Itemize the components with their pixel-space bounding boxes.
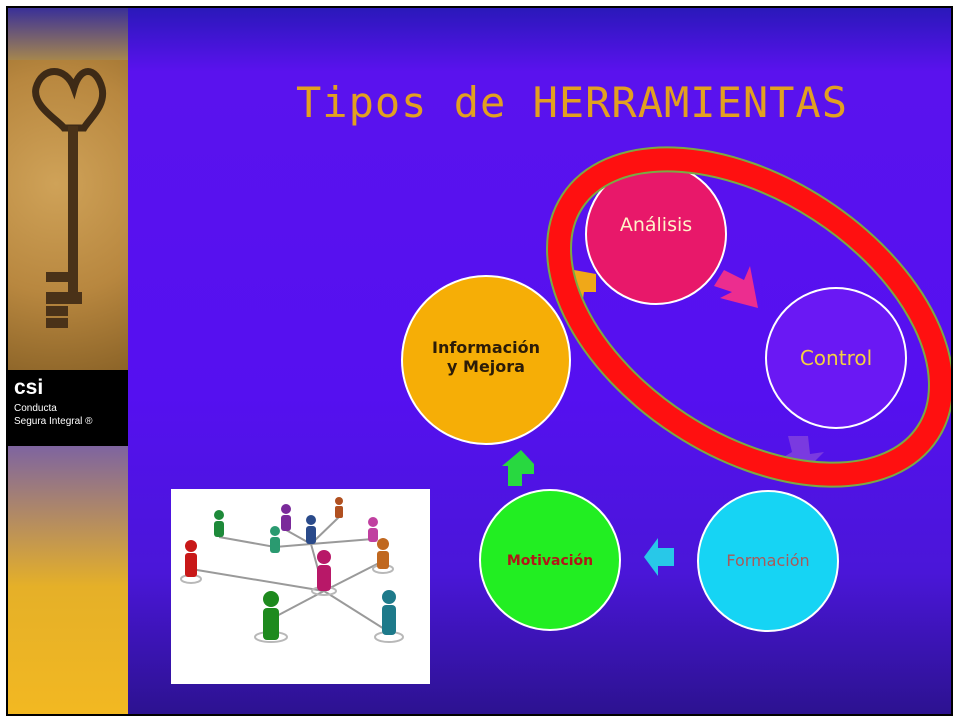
node-informacion	[401, 275, 571, 445]
logo-text-line2: Segura Integral ®	[14, 416, 93, 427]
key-image	[8, 60, 128, 370]
slide: csi Conducta Segura Integral ® Tipos de …	[6, 6, 953, 716]
node-control	[765, 287, 907, 429]
label-control: Control	[799, 346, 873, 370]
csi-logo: csi Conducta Segura Integral ®	[8, 370, 128, 446]
key-icon	[32, 68, 107, 328]
label-analisis: Análisis	[619, 214, 693, 236]
node-motivacion	[479, 489, 621, 631]
network-people-icon	[180, 497, 404, 643]
cycle-diagram	[401, 146, 951, 632]
label-formacion: Formación	[726, 551, 810, 570]
people-figures	[185, 497, 396, 640]
highlight-ellipse-red	[548, 148, 951, 486]
logo-mark: csi	[14, 376, 44, 399]
sidebar: csi Conducta Segura Integral ®	[8, 8, 128, 714]
label-motivacion: Motivación	[506, 553, 594, 569]
network-photo	[171, 489, 430, 684]
slide-title: Tipos de HERRAMIENTAS	[296, 78, 849, 127]
node-formacion	[697, 490, 839, 632]
arrow-analisis-control	[714, 266, 758, 308]
arrow-formacion-motivacion	[644, 538, 674, 576]
label-informacion: Información y Mejora	[431, 338, 540, 376]
arrow-motivacion-informacion	[502, 450, 534, 486]
logo-text-line1: Conducta	[14, 403, 57, 414]
